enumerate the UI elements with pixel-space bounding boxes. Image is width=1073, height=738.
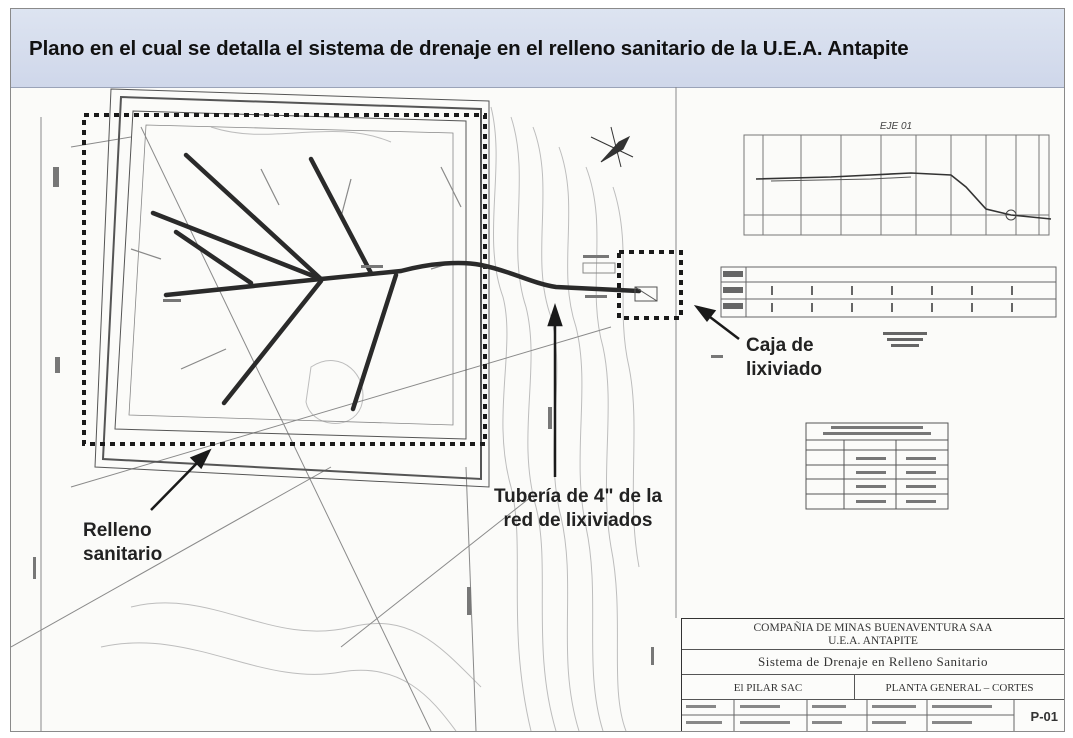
callout-caja-line: Caja de lixiviado: [746, 335, 823, 380]
callout-tuberia: Tubería de 4" de la red de lixiviados: [465, 485, 691, 533]
leachate-box-symbol: [582, 262, 658, 302]
callout-arrows: [150, 303, 740, 511]
coordinates-table-marks: [823, 426, 936, 503]
title-block-drawing-name: PLANTA GENERAL – CORTES: [885, 682, 1034, 694]
profile-label: EJE 01: [880, 121, 912, 132]
profile-section: EJE 01: [720, 121, 1057, 347]
drainage-minor-marks: [130, 166, 462, 370]
company-line2: U.E.A. ANTAPITE: [828, 635, 918, 647]
map-annotation-marks: [33, 167, 723, 665]
drawing-title-block: COMPAÑIA DE MINAS BUENAVENTURA SAA U.E.A…: [681, 618, 1064, 731]
figure-title: Plano en el cual se detalla el sistema d…: [29, 37, 909, 60]
title-block-contractor: El PILAR SAC: [682, 675, 855, 699]
landfill-highlight-box: [82, 113, 487, 446]
callout-tuberia-line: Tubería de 4" de la red de lixiviados: [493, 486, 663, 531]
north-arrow-icon: [590, 126, 634, 168]
callout-relleno-sanitario: Relleno sanitario: [83, 519, 162, 567]
drainage-network: [150, 152, 642, 412]
callout-relleno-line: Relleno sanitario: [83, 520, 163, 565]
reference-lines: [11, 87, 677, 731]
title-block-company: COMPAÑIA DE MINAS BUENAVENTURA SAA U.E.A…: [682, 619, 1064, 650]
title-bar: Plano en el cual se detalla el sistema d…: [11, 9, 1064, 88]
title-block-grid: [682, 700, 1015, 731]
leachate-box-highlight: [617, 250, 683, 320]
coordinates-table: [805, 422, 949, 510]
title-block-project: Sistema de Drenaje en Relleno Sanitario: [682, 650, 1064, 675]
site-plan-drawing: EJE 01: [11, 87, 1057, 731]
callout-caja-lixiviado: Caja de lixiviado: [746, 334, 822, 382]
landfill-boundary: [94, 88, 490, 488]
title-block-row: El PILAR SAC PLANTA GENERAL – CORTES: [682, 675, 1064, 700]
contour-lines: [100, 106, 640, 731]
figure-frame: Plano en el cual se detalla el sistema d…: [10, 8, 1065, 732]
title-block-footer: P-01: [682, 700, 1064, 731]
sheet-number: P-01: [1030, 709, 1058, 724]
company-line1: COMPAÑIA DE MINAS BUENAVENTURA SAA: [753, 622, 993, 634]
